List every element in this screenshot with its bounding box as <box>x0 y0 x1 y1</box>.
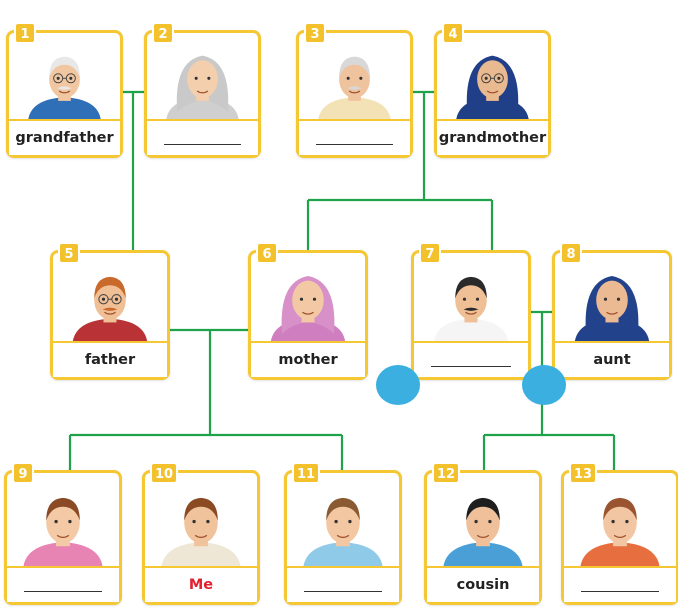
member-card: Me 10 <box>142 462 260 605</box>
member-number-badge: 6 <box>256 242 278 264</box>
member-portrait <box>291 483 395 566</box>
portrait-illustration <box>318 56 391 119</box>
answer-blank-line[interactable] <box>580 579 660 592</box>
member-card: 9 <box>4 462 122 605</box>
member-portrait <box>13 43 116 119</box>
answer-blank-line[interactable] <box>23 579 103 592</box>
member-number-badge: 13 <box>569 462 598 484</box>
member-number-badge: 1 <box>14 22 36 44</box>
member-label: mother <box>251 341 365 377</box>
member-portrait <box>418 263 524 341</box>
member-card: grandmother 4 <box>434 22 551 158</box>
member-label: grandfather <box>9 119 120 155</box>
member-number-badge: 4 <box>442 22 464 44</box>
portrait-illustration <box>161 497 241 566</box>
portrait-illustration <box>443 497 523 566</box>
member-card: 7 <box>411 242 531 380</box>
member-number-badge: 2 <box>152 22 174 44</box>
answer-blank-line[interactable] <box>315 132 394 145</box>
member-card: aunt 8 <box>552 242 672 380</box>
portrait-illustration <box>270 276 346 341</box>
portrait-illustration <box>456 55 529 119</box>
member-label-blank[interactable] <box>564 566 676 602</box>
portrait-illustration <box>166 55 239 119</box>
member-portrait <box>57 263 163 341</box>
member-portrait <box>151 43 254 119</box>
answer-blank-line[interactable] <box>431 354 511 367</box>
answer-blank-line[interactable] <box>163 132 242 145</box>
member-portrait <box>568 483 672 566</box>
portrait-illustration <box>28 56 101 119</box>
member-label-blank[interactable] <box>287 566 399 602</box>
member-label-blank[interactable] <box>147 119 258 155</box>
member-portrait <box>255 263 361 341</box>
member-card: cousin 12 <box>424 462 542 605</box>
member-portrait <box>559 263 665 341</box>
member-number-badge: 7 <box>419 242 441 264</box>
highlight-blob <box>522 365 566 405</box>
member-number-badge: 12 <box>432 462 461 484</box>
portrait-illustration <box>72 276 148 341</box>
member-number-badge: 9 <box>12 462 34 484</box>
member-card: 2 <box>144 22 261 158</box>
portrait-illustration <box>574 276 650 341</box>
member-portrait <box>11 483 115 566</box>
member-number-badge: 5 <box>58 242 80 264</box>
member-label-blank[interactable] <box>414 341 528 377</box>
member-label: aunt <box>555 341 669 377</box>
member-label-blank[interactable] <box>7 566 119 602</box>
answer-blank-line[interactable] <box>303 579 383 592</box>
highlight-blob <box>376 365 420 405</box>
member-portrait <box>303 43 406 119</box>
member-card: mother 6 <box>248 242 368 380</box>
member-number-badge: 11 <box>292 462 321 484</box>
portrait-illustration <box>433 276 509 341</box>
portrait-illustration <box>303 497 383 566</box>
member-portrait <box>431 483 535 566</box>
member-label: grandmother <box>437 119 548 155</box>
member-number-badge: 10 <box>150 462 179 484</box>
member-label: cousin <box>427 566 539 602</box>
member-label-blank[interactable] <box>299 119 410 155</box>
portrait-illustration <box>580 497 660 566</box>
member-label: father <box>53 341 167 377</box>
portrait-illustration <box>23 497 103 566</box>
member-card: grandfather 1 <box>6 22 123 158</box>
member-card: 3 <box>296 22 413 158</box>
member-label: Me <box>145 566 257 602</box>
member-portrait <box>149 483 253 566</box>
member-card: 13 <box>561 462 678 605</box>
member-card: 11 <box>284 462 402 605</box>
member-number-badge: 3 <box>304 22 326 44</box>
member-number-badge: 8 <box>560 242 582 264</box>
member-card: father 5 <box>50 242 170 380</box>
member-portrait <box>441 43 544 119</box>
